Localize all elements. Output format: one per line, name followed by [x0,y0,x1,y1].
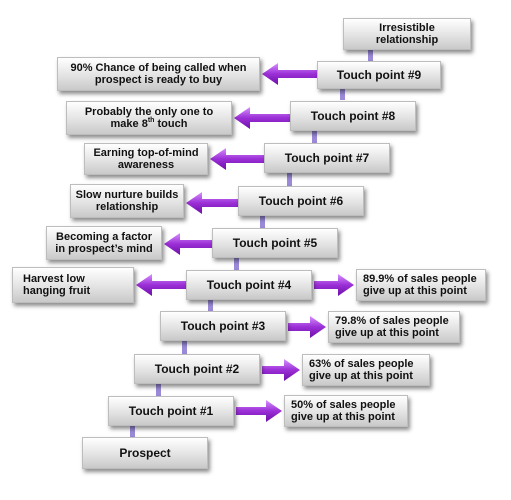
benefit-text-tp8: Probably the only one to make 8th touch [84,106,214,130]
connector [156,383,161,396]
benefit-box-tp5: Becoming a factor in prospect’s mind [46,226,162,260]
connector [368,50,373,62]
connector [312,124,317,143]
arrow-tp3-right [288,316,326,338]
touch-point-4-box: Touch point #4 [186,270,312,300]
prospect-box: Prospect [82,437,208,469]
touch-point-6-box: Touch point #6 [238,186,364,216]
touch-point-2-box: Touch point #2 [134,354,260,384]
arrow-tp4-right [314,274,354,296]
touch-point-3-box: Touch point #3 [160,311,286,341]
benefit-arrows [136,63,318,296]
giveup-arrows [236,274,354,422]
arrow-tp5-left [164,233,212,255]
arrow-tp6-left [186,192,238,214]
benefit-box-tp4: Harvest low hanging fruit [12,267,134,303]
irresistible-relationship-box: Irresistible relationship [343,18,471,50]
arrow-tp4-left [136,274,186,296]
arrow-tp8-left [234,107,290,129]
connector [260,212,265,229]
arrow-tp2-right [262,359,300,381]
benefit-box-tp9: 90% Chance of being called when prospect… [57,57,260,91]
step-connectors [130,50,373,437]
giveup-box-tp3: 79.8% of sales people give up at this po… [328,311,460,343]
arrow-tp7-left [210,148,264,170]
touch-point-9-box: Touch point #9 [317,61,441,89]
connector [287,167,292,186]
giveup-box-tp4: 89.9% of sales people give up at this po… [356,269,486,301]
touch-point-8-box: Touch point #8 [290,101,416,131]
touch-point-5-box: Touch point #5 [212,228,338,258]
benefit-box-tp7: Earning top-of-mind awareness [84,143,208,175]
giveup-box-tp1: 50% of sales people give up at this poin… [284,395,408,427]
benefit-box-tp6: Slow nurture builds relationship [70,184,184,218]
giveup-box-tp2: 63% of sales people give up at this poin… [302,354,430,386]
connector [340,86,345,100]
benefit-box-tp8: Probably the only one to make 8th touch [66,101,232,135]
touch-point-1-box: Touch point #1 [108,396,234,426]
connector [208,298,213,311]
connector [182,340,187,354]
arrow-tp1-right [236,400,282,422]
touch-point-7-box: Touch point #7 [264,143,390,173]
connector [130,425,135,437]
connector [234,254,239,271]
arrow-tp9-left [262,63,318,85]
